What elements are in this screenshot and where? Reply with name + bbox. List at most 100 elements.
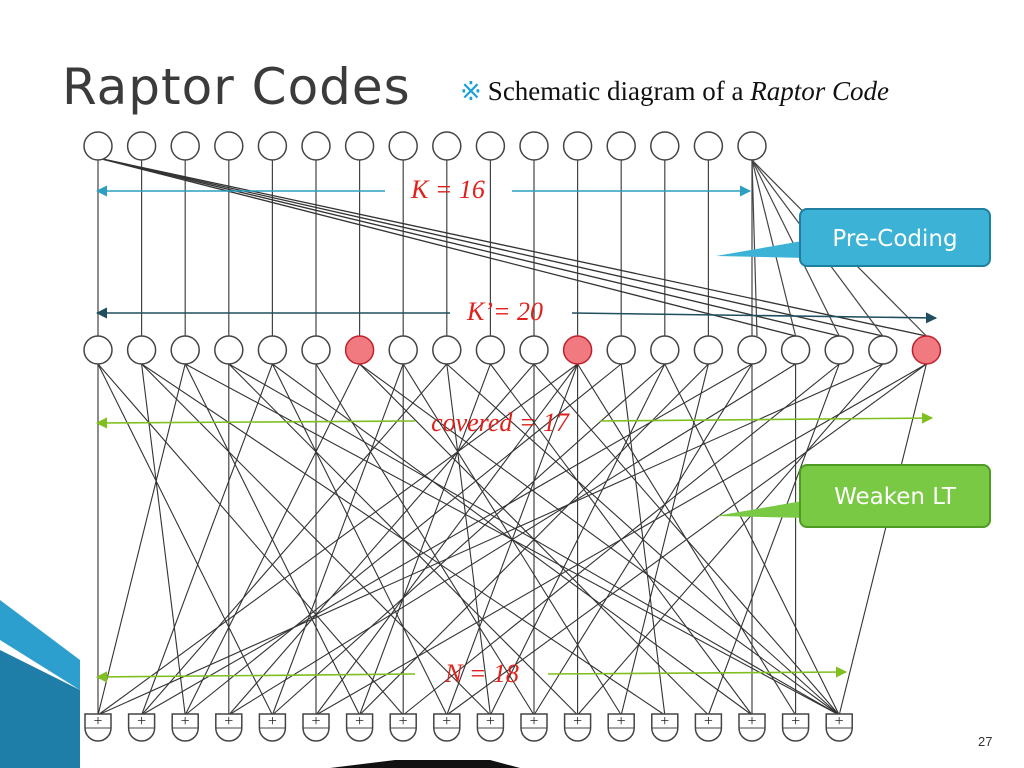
weaken-lt-pointer (716, 500, 808, 518)
weaken-lt-text: Weaken LT (834, 484, 957, 510)
precode-edge (97, 157, 883, 337)
subtitle-prefix: Schematic diagram of a (487, 76, 744, 106)
lt-edge (141, 363, 753, 716)
output-node: + (607, 713, 635, 742)
output-node: + (781, 713, 810, 742)
highlighted-intermediate-node (562, 335, 593, 365)
xor-symbol: + (747, 713, 756, 730)
arrows (95, 185, 938, 683)
weaken-lt-box (799, 464, 991, 528)
output-node: + (476, 713, 505, 742)
intermediate-node (650, 335, 680, 365)
lt-edge (141, 363, 448, 716)
xor-symbol: + (355, 713, 364, 730)
pre-coding-callout: Pre-Coding (716, 208, 991, 267)
k-label: K = 16 (410, 175, 485, 204)
intermediate-node (519, 335, 549, 365)
xor-symbol: + (835, 713, 844, 730)
precode-edge (97, 157, 796, 337)
lt-edge (228, 363, 535, 716)
xor-symbol: + (181, 713, 190, 730)
slide-subtitle: ※Schematic diagram of a Raptor Code (460, 76, 889, 107)
intermediate-node (606, 335, 636, 365)
corner-wave-light (0, 600, 80, 690)
lt-edge (97, 363, 884, 716)
source-node (693, 131, 724, 161)
intermediate-node (475, 335, 506, 365)
covered-label: covered = 17 (431, 408, 570, 437)
intermediate-node (432, 335, 462, 365)
lt-edge (489, 363, 666, 716)
intermediate-node (693, 335, 724, 365)
precode-edge (97, 157, 840, 337)
output-node: + (345, 713, 374, 742)
xor-symbol: + (704, 713, 713, 730)
covered-arrow-right (599, 412, 934, 424)
xor-symbol: + (573, 713, 582, 730)
source-node (606, 131, 636, 161)
lt-edge (446, 363, 927, 716)
lt-edge (838, 363, 927, 716)
intermediate-node (388, 335, 418, 365)
output-node: + (258, 713, 287, 742)
source-node (388, 131, 418, 161)
intermediate-node (257, 335, 288, 365)
output-node: + (520, 713, 548, 742)
source-node (650, 131, 680, 161)
output-node: + (171, 713, 199, 742)
source-node (432, 131, 462, 161)
xor-symbol: + (311, 713, 320, 730)
corner-wave-dark (0, 650, 80, 768)
lt-edge (97, 363, 578, 716)
k-prime-label: K’= 20 (466, 297, 543, 326)
xor-symbol: + (442, 713, 451, 730)
pre-coding-text: Pre-Coding (832, 226, 957, 252)
intermediate-node (126, 335, 157, 365)
intermediate-node (824, 335, 854, 365)
source-node (562, 131, 593, 161)
n-arrow-right (547, 666, 848, 678)
lt-edge (359, 363, 491, 716)
subtitle-emphasis: Raptor Code (750, 76, 889, 106)
output-node: + (694, 713, 723, 742)
source-node (344, 131, 375, 161)
nodes: ++++++++++++++++++ (83, 131, 942, 742)
output-node: + (84, 713, 112, 742)
lt-edge (315, 363, 927, 716)
output-node: + (302, 713, 330, 742)
xor-symbol: + (486, 713, 495, 730)
reference-mark-icon: ※ (460, 77, 482, 107)
xor-symbol: + (617, 713, 626, 730)
lt-edge (184, 363, 622, 716)
xor-symbol: + (93, 713, 102, 730)
source-node (126, 131, 157, 161)
n-arrow-left (95, 671, 416, 683)
source-node (301, 131, 331, 161)
lt-edge (272, 363, 666, 716)
highlighted-intermediate-node (344, 335, 375, 365)
lt-edge (184, 363, 361, 716)
covered-arrow-left (95, 417, 416, 429)
xor-symbol: + (529, 713, 538, 730)
source-node (257, 131, 288, 161)
weaken-lt-callout: Weaken LT (716, 464, 991, 528)
highlighted-intermediate-node (911, 335, 942, 365)
output-node: + (738, 713, 766, 742)
lt-edge (577, 363, 884, 716)
source-node (83, 131, 113, 161)
source-node (519, 131, 549, 161)
output-node: + (389, 713, 417, 742)
precode-edge (751, 159, 758, 337)
n-label: N = 18 (444, 659, 519, 688)
lt-edge (272, 363, 753, 716)
pre-coding-pointer (716, 240, 808, 258)
source-node (214, 131, 244, 161)
pre-coding-box (799, 208, 991, 267)
xor-symbol: + (660, 713, 669, 730)
xor-symbol: + (791, 713, 800, 730)
diagram-background (82, 130, 862, 760)
xor-symbol: + (268, 713, 277, 730)
lt-edge (620, 363, 709, 716)
xor-symbol: + (399, 713, 408, 730)
intermediate-node (301, 335, 331, 365)
